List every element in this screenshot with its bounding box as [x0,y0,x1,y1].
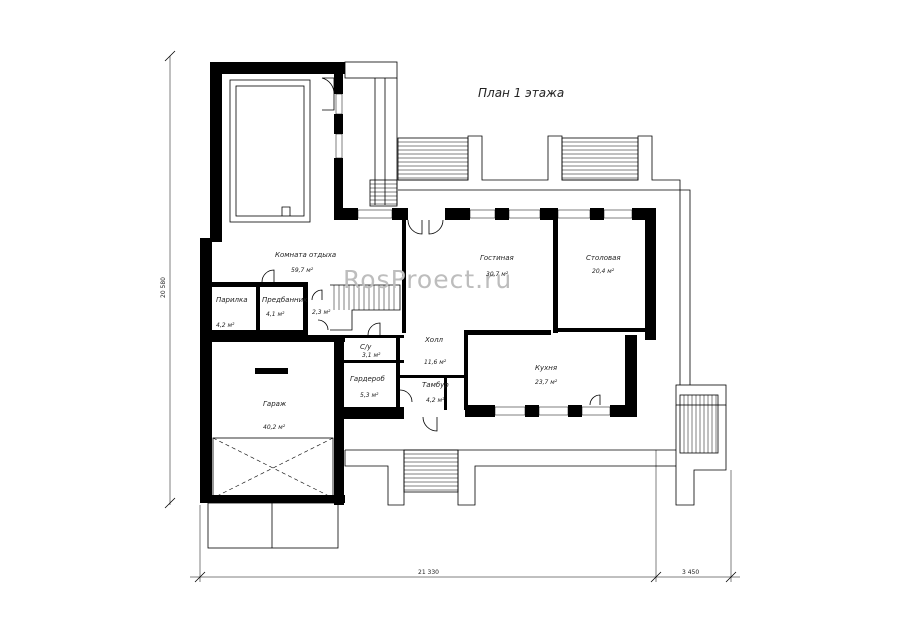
windows [335,93,633,416]
room-name-hall: Холл [424,336,444,344]
stairs-right [679,394,719,454]
room-name-wardrobe: Гардероб [350,375,386,383]
room-area-rest: 59,7 м² [291,267,314,274]
room-name-living: Гостиная [480,254,514,262]
walls [200,62,656,505]
room-name-garage: Гараж [263,400,287,408]
stairs-lower [403,449,459,493]
room-name-anteroom: Предбанник [262,296,308,304]
room-area-hall: 11,6 м² [424,359,447,366]
room-name-rest: Комната отдыха [275,251,336,259]
dim-width-main: 21 330 [418,569,439,576]
room-area-vestibule: 4,2 м² [426,397,445,404]
dim-height: 20 580 [160,277,167,298]
room-name-vestibule: Тамбур [422,381,449,389]
watermark: RosProect.ru [343,265,512,294]
room-name-laundry: Парилка [216,296,248,304]
room-labels: Комната отдыха 59,7 м² Гостиная 30,7 м² … [216,251,621,431]
room-area-dining: 20,4 м² [592,268,615,275]
dimension-lines [164,50,740,583]
room-name-kitchen: Кухня [535,364,557,372]
plan-title: План 1 этажа [478,86,564,100]
stairs-upper-left [397,137,469,181]
pool [229,79,311,223]
room-area-anteroom: 4,1 м² [266,311,285,318]
garage-interior [207,368,339,549]
room-area-kitchen: 23,7 м² [535,379,558,386]
doors [261,77,601,432]
pool-annex [344,61,398,207]
room-name-wc: С/у [360,343,372,351]
room-area-wc: 3,1 м² [362,352,381,359]
room-area-garage: 40,2 м² [263,424,286,431]
room-name-dining: Столовая [586,254,621,262]
room-area-wardrobe: 5,3 м² [360,392,379,399]
room-area-living: 30,7 м² [486,271,509,278]
dimension-labels: 20 580 21 330 3 450 [160,277,699,576]
dim-width-side: 3 450 [682,569,699,576]
stairs-interior [330,284,401,331]
room-area-laundry: 4,2 м² [216,322,235,329]
room-area-small: 2,3 м² [312,309,331,316]
stairs-upper-right [561,137,639,181]
